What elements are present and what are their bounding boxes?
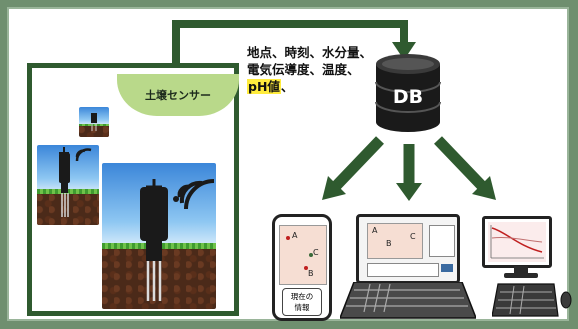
sensor-to-db-arrow: [172, 20, 408, 63]
sensor-image-medium: [37, 145, 99, 225]
database-icon: [375, 54, 441, 132]
laptop-point-b: B: [386, 239, 392, 248]
laptop-blue-tab: [441, 264, 453, 272]
current-info-line1: 現在の: [290, 292, 314, 301]
mouse-icon: [560, 291, 572, 309]
wireless-signal-icon: [173, 179, 215, 210]
laptop-info-bar: [367, 263, 439, 277]
data-line-1: 地点、時刻、水分量、: [247, 45, 373, 60]
db-to-desktop-arrowhead: [472, 176, 496, 200]
location-dot-icon: [309, 253, 313, 257]
phone-point-b: B: [308, 269, 314, 278]
smartphone-device: A C B 現在の 情報: [272, 214, 332, 321]
location-dot-icon: [286, 236, 290, 240]
ph-value-label: pH値: [247, 79, 281, 94]
data-line-3: pH値、: [247, 78, 372, 95]
db-to-phone-arrow: [332, 136, 384, 190]
soil-sensor-label: 土壌センサー: [117, 74, 239, 116]
phone-map-screen: A C B: [279, 225, 327, 285]
current-info-line2: 情報: [294, 303, 310, 312]
db-to-desktop-arrow: [434, 136, 486, 190]
laptop-keyboard: [340, 282, 476, 319]
laptop-screen: A B C: [356, 214, 460, 284]
data-line-2: 電気伝導度、温度、: [247, 62, 360, 77]
location-dot-icon: [304, 266, 308, 270]
db-to-laptop-arrowhead: [396, 183, 422, 201]
sensor-to-db-arrowhead: [392, 42, 416, 60]
sensor-probe-icon: [59, 147, 92, 217]
current-info-button[interactable]: 現在の 情報: [282, 288, 322, 316]
laptop-map-screen: A B C: [367, 223, 423, 259]
laptop-point-a: A: [372, 226, 378, 235]
phone-point-a: A: [292, 231, 298, 240]
wireless-signal-icon: [75, 148, 92, 162]
sensor-probe-icon: [91, 113, 97, 131]
sensor-image-small: [79, 107, 109, 137]
sensor-probe-icon: [140, 179, 215, 301]
sensor-data-list: 地点、時刻、水分量、 電気伝導度、温度、 pH値、: [247, 44, 372, 95]
laptop-side-panel: [429, 225, 455, 257]
laptop-point-c: C: [410, 232, 416, 241]
ph-value-suffix: 、: [280, 79, 294, 94]
db-to-phone-arrowhead: [322, 176, 346, 200]
phone-point-c: C: [313, 248, 319, 257]
desktop-monitor: [482, 216, 552, 268]
monitor-graph: [488, 222, 546, 262]
sensor-image-large: [102, 163, 216, 309]
desktop-stand-keyboard: [492, 266, 572, 317]
database-label: DB: [392, 86, 424, 108]
